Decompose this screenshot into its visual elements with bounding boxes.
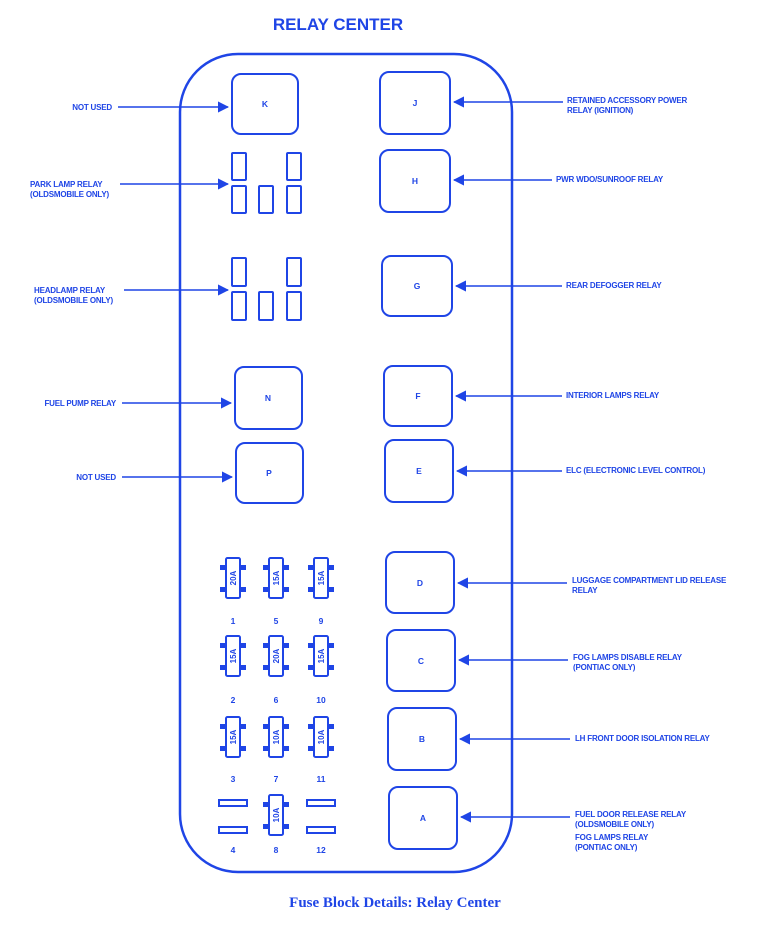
park-lamp-relay-socket bbox=[231, 152, 302, 214]
fuse-9-number: 9 bbox=[319, 616, 324, 626]
fuse-2-rating: 15A bbox=[229, 648, 238, 663]
fuse-9-rating: 15A bbox=[317, 570, 326, 585]
fuse-3: 15A 3 bbox=[220, 716, 246, 784]
fuse-10-number: 10 bbox=[316, 695, 326, 705]
relay-j-label: J bbox=[413, 98, 418, 108]
fuse-7-rating: 10A bbox=[272, 729, 281, 744]
fuse-10: 15A 10 bbox=[308, 635, 334, 705]
fuse-8-rating: 10A bbox=[272, 807, 281, 822]
relay-e: E bbox=[384, 439, 454, 503]
fuse-7-number: 7 bbox=[274, 774, 279, 784]
label-g: REAR DEFOGGER RELAY bbox=[566, 281, 662, 290]
label-d-1: LUGGAGE COMPARTMENT LID RELEASE bbox=[572, 576, 727, 585]
label-park-lamp-2: (OLDSMOBILE ONLY) bbox=[30, 190, 110, 199]
fuse-12-number: 12 bbox=[316, 845, 326, 855]
relay-a: A bbox=[388, 786, 458, 850]
label-n: FUEL PUMP RELAY bbox=[44, 399, 116, 408]
label-p: NOT USED bbox=[76, 473, 116, 482]
relay-k: K bbox=[231, 73, 299, 135]
label-d-2: RELAY bbox=[572, 586, 598, 595]
relay-h: H bbox=[379, 149, 451, 213]
label-j-1: RETAINED ACCESSORY POWER bbox=[567, 96, 688, 105]
label-h: PWR WDO/SUNROOF RELAY bbox=[556, 175, 664, 184]
label-a-1: FUEL DOOR RELEASE RELAY bbox=[575, 810, 687, 819]
relay-d-label: D bbox=[417, 578, 423, 588]
relay-f-label: F bbox=[415, 391, 420, 401]
label-k: NOT USED bbox=[72, 103, 112, 112]
fuse-5-rating: 15A bbox=[272, 570, 281, 585]
fuse-3-rating: 15A bbox=[229, 729, 238, 744]
relay-b: B bbox=[387, 707, 457, 771]
fuse-11: 10A 11 bbox=[308, 716, 334, 784]
relay-k-label: K bbox=[262, 99, 269, 109]
fuse-6: 20A 6 bbox=[263, 635, 289, 705]
fuse-2-number: 2 bbox=[231, 695, 236, 705]
relay-d: D bbox=[385, 551, 455, 614]
diagram-title: RELAY CENTER bbox=[273, 15, 403, 34]
callout-arrows bbox=[118, 96, 570, 823]
fuse-5: 15A 5 bbox=[263, 557, 289, 626]
label-a-4: (PONTIAC ONLY) bbox=[575, 843, 638, 852]
fuse-11-rating: 10A bbox=[317, 729, 326, 744]
relay-g: G bbox=[381, 255, 453, 317]
label-f: INTERIOR LAMPS RELAY bbox=[566, 391, 660, 400]
label-a-2: (OLDSMOBILE ONLY) bbox=[575, 820, 655, 829]
fuse-7: 10A 7 bbox=[263, 716, 289, 784]
fuse-12: 12 bbox=[306, 799, 336, 855]
relay-n-label: N bbox=[265, 393, 271, 403]
fuse-1-rating: 20A bbox=[229, 570, 238, 585]
label-e: ELC (ELECTRONIC LEVEL CONTROL) bbox=[566, 466, 706, 475]
diagram-caption: Fuse Block Details: Relay Center bbox=[289, 895, 501, 911]
label-j-2: RELAY (IGNITION) bbox=[567, 106, 634, 115]
relay-p: P bbox=[235, 442, 304, 504]
fuse-1: 20A 1 bbox=[220, 557, 246, 626]
fuse-1-number: 1 bbox=[231, 616, 236, 626]
fuse-6-number: 6 bbox=[274, 695, 279, 705]
relay-g-label: G bbox=[414, 281, 421, 291]
relay-f: F bbox=[383, 365, 453, 427]
headlamp-relay-socket bbox=[231, 257, 302, 321]
fuse-6-rating: 20A bbox=[272, 648, 281, 663]
fuse-11-number: 11 bbox=[317, 774, 326, 784]
relay-a-label: A bbox=[420, 813, 426, 823]
fuse-4: 4 bbox=[218, 799, 248, 855]
label-a-3: FOG LAMPS RELAY bbox=[575, 833, 649, 842]
label-c-2: (PONTIAC ONLY) bbox=[573, 663, 636, 672]
relay-j: J bbox=[379, 71, 451, 135]
label-park-lamp-1: PARK LAMP RELAY bbox=[30, 180, 103, 189]
fuse-5-number: 5 bbox=[274, 616, 279, 626]
relay-h-label: H bbox=[412, 176, 418, 186]
fuse-8-number: 8 bbox=[274, 845, 279, 855]
relay-b-label: B bbox=[419, 734, 425, 744]
label-b: LH FRONT DOOR ISOLATION RELAY bbox=[575, 734, 711, 743]
fuse-2: 15A 2 bbox=[220, 635, 246, 705]
fuse-3-number: 3 bbox=[231, 774, 236, 784]
relay-p-label: P bbox=[266, 468, 272, 478]
label-headlamp-2: (OLDSMOBILE ONLY) bbox=[34, 296, 114, 305]
fuse-9: 15A 9 bbox=[308, 557, 334, 626]
relay-c: C bbox=[386, 629, 456, 692]
label-c-1: FOG LAMPS DISABLE RELAY bbox=[573, 653, 683, 662]
fuse-8: 10A 8 bbox=[263, 794, 289, 855]
relay-center-housing bbox=[178, 52, 514, 874]
relay-e-label: E bbox=[416, 466, 422, 476]
label-headlamp-1: HEADLAMP RELAY bbox=[34, 286, 106, 295]
fuse-block: 20A 1 15A 5 15A 9 15A 2 20A 6 15A 10 15A 3 10A 7 10A 11 4 1… bbox=[218, 557, 336, 855]
fuse-10-rating: 15A bbox=[317, 648, 326, 663]
fuse-4-number: 4 bbox=[231, 845, 236, 855]
relay-n: N bbox=[234, 366, 303, 430]
relay-c-label: C bbox=[418, 656, 424, 666]
